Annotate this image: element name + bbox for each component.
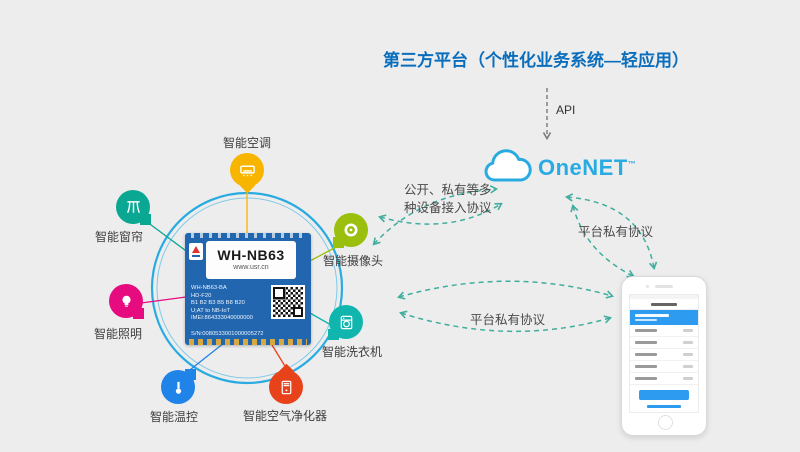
phone-status-bar [630,295,698,299]
curtain-icon [126,200,140,213]
device-label-purifier: 智能空气净化器 [242,409,328,423]
protocol-label-device-access: 公开、私有等多 种设备接入协议 [404,181,492,217]
device-pin-curtain [116,190,151,225]
module-model: WH-NB63 [217,247,285,263]
module-sticker: WH-NB63 www.usr.cn [206,241,296,279]
air-conditioner-icon [239,165,255,176]
phone-banner [630,310,698,325]
api-label: API [556,103,576,117]
arrow-circle-phone-2 [399,310,613,333]
spec-line: U;AT to NB-IoT [191,307,231,314]
arrow-circle-onenet-2 [377,202,503,225]
qr-code [271,285,305,319]
onenet-label: OneNET™ [538,155,637,180]
phone-mockup [621,276,707,436]
phone-home-button [657,415,673,430]
device-pin-thermostat [161,369,196,404]
phone-nav-bar [630,299,698,310]
device-label-washer: 智能洗衣机 [321,345,383,359]
phone-list-row [630,349,698,361]
phone-screen [629,294,699,413]
protocol-label-platform-private-bottom: 平台私有协议 [470,313,546,327]
phone-primary-button [639,390,689,400]
air-purifier-icon [281,380,291,394]
protocol-line-1: 公开、私有等多 [404,183,492,197]
phone-speaker [655,285,673,288]
onenet-logo: OneNET™ [478,148,636,188]
device-pin-air-conditioner [230,153,264,187]
phone-list-row [630,361,698,373]
arrow-onenet-phone-2 [570,203,635,278]
camera-icon [344,223,358,237]
nb-iot-module: WH-NB63 www.usr.cn WH-NB63-BA HD-F20 B1 … [185,233,311,345]
module-website: www.usr.cn [233,264,269,271]
protocol-label-platform-private-top: 平台私有协议 [578,225,654,239]
light-bulb-icon [121,295,131,307]
usr-logo [189,243,203,260]
phone-list-row [630,373,698,385]
thermostat-icon [175,381,181,394]
device-label-camera: 智能摄像头 [322,254,384,268]
spec-line: IMEI:864333040000000 [191,315,253,322]
module-serial: S/N:0080533001000005272 [191,331,264,337]
device-label-air-conditioner: 智能空调 [222,136,272,150]
device-pin-light [109,284,144,319]
device-label-light: 智能照明 [93,327,143,341]
phone-list-row [630,325,698,337]
connector-washer [309,312,332,326]
spec-line: HD-F20 [191,292,212,299]
connector-light [140,296,187,304]
device-label-curtain: 智能窗帘 [94,230,144,244]
device-pin-camera [333,213,368,248]
protocol-line-2: 种设备接入协议 [404,201,492,215]
phone-camera-dot [646,285,649,288]
spec-line: WH-NB63-BA [191,285,227,291]
device-label-thermostat: 智能温控 [149,410,199,424]
arrow-circle-phone-1 [396,280,615,300]
module-spec-lines: WH-NB63-BA HD-F20 B1 B2 B3 B5 B8 B20 U;A… [191,285,257,323]
page-title: 第三方平台（个性化业务系统—轻应用） [383,51,689,70]
device-pin-purifier [269,370,303,404]
cloud-icon [484,149,532,182]
washing-machine-icon [340,315,352,329]
device-pin-washer [328,305,363,340]
trademark-mark: ™ [627,159,637,169]
spec-line: B1 B2 B3 B5 B8 B20 [191,300,245,307]
phone-list-row [630,337,698,349]
connector-thermostat [185,342,225,374]
phone-link-text [647,405,681,408]
